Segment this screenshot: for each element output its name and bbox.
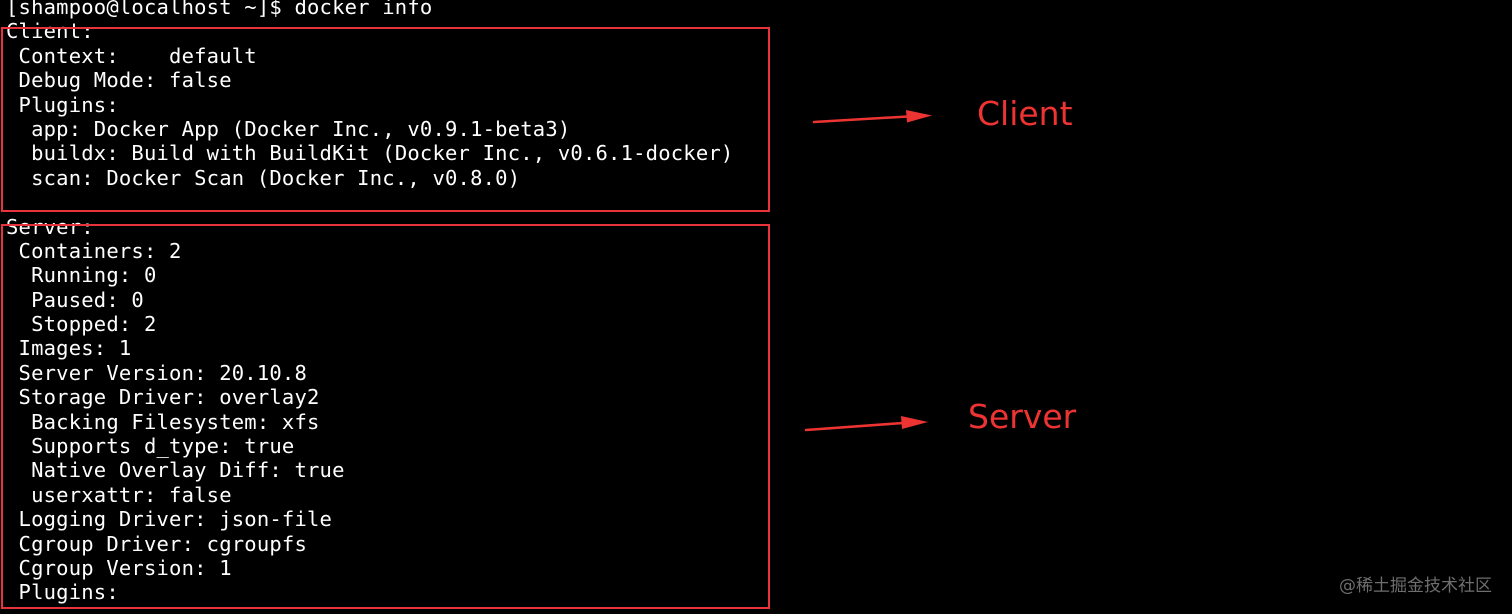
terminal-line: Server: [6,214,94,239]
terminal-line: Storage Driver: overlay2 [18,385,320,410]
terminal-line: userxattr: false [31,482,232,507]
terminal-line: Plugins: [18,580,119,605]
terminal-line: Images: 1 [18,336,132,361]
terminal-line: app: Docker App (Docker Inc., v0.9.1-bet… [31,116,571,141]
terminal-line: Cgroup Version: 1 [18,555,232,580]
terminal-line: Containers: 2 [18,238,182,263]
watermark: @稀土掘金技术社区 [1339,576,1492,596]
terminal-line: scan: Docker Scan (Docker Inc., v0.8.0) [31,165,521,190]
terminal-line: Debug Mode: false [18,68,232,93]
terminal-line: Backing Filesystem: xfs [31,409,320,434]
server-highlight-box [1,224,770,609]
server-arrow-icon [804,416,928,432]
client-annotation: Client [977,94,1073,133]
server-annotation: Server [968,397,1077,436]
terminal-line: Cgroup Driver: cgroupfs [18,531,308,556]
terminal-line: Native Overlay Diff: true [31,458,345,483]
terminal-line: Supports d_type: true [31,434,295,459]
terminal-output: [shampoo@localhost ~]$ docker info Clien… [6,0,733,605]
terminal-line: Context: default [18,43,257,68]
terminal-line: Paused: 0 [31,287,144,312]
terminal-line: Logging Driver: json-file [18,507,333,532]
terminal-line: Client: [6,19,94,44]
terminal-line: Stopped: 2 [31,312,157,337]
client-arrow-icon [812,110,932,124]
terminal-line: Server Version: 20.10.8 [18,360,308,385]
terminal-line-prompt: [shampoo@localhost ~]$ docker info [6,0,433,19]
terminal-line: Running: 0 [31,263,157,288]
terminal-line: buildx: Build with BuildKit (Docker Inc.… [31,141,734,166]
terminal-line: Plugins: [18,92,119,117]
client-highlight-box [1,27,770,212]
